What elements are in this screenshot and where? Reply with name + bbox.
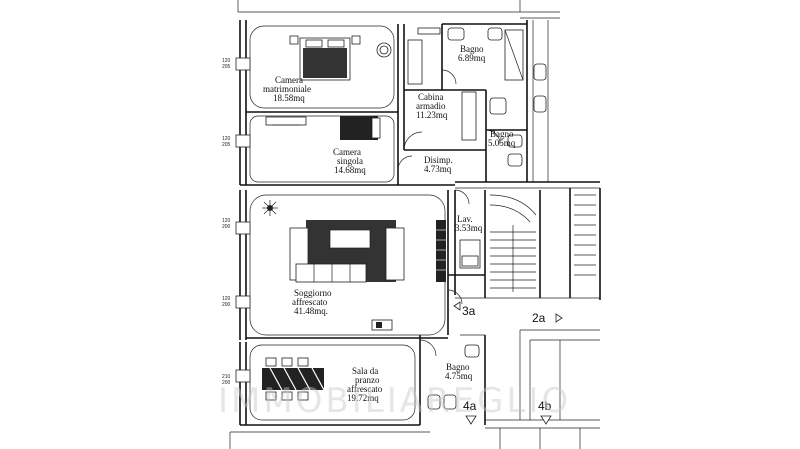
- window-2-dim-bottom: 205: [222, 142, 231, 148]
- doors: [397, 69, 501, 357]
- window-5-dim-bottom: 200: [222, 380, 231, 386]
- watermark-text: IMMOBILIAREGLIO: [218, 381, 571, 421]
- room-bagno-2-name: Bagno: [490, 129, 514, 139]
- laundry-fixtures: [459, 239, 481, 269]
- stair-markers: 3a 2a 4a 4b: [453, 301, 563, 425]
- armchair-icon: [376, 42, 392, 58]
- room-sala-area: 19.72mq: [347, 393, 379, 403]
- desk-icon: [265, 116, 307, 126]
- window-5-dim-top: 210: [222, 374, 231, 380]
- room-sala-name3: affrescato: [347, 384, 383, 394]
- room-camera-singola-name2: singola: [337, 156, 363, 166]
- room-cabina-name1: Cabina: [418, 92, 444, 102]
- bathroom-1-fixtures: [447, 27, 524, 81]
- room-cabina-area: 11.23mq: [416, 110, 448, 120]
- room-soggiorno-area: 41.48mq.: [294, 306, 328, 316]
- room-cabina-name2: armadio: [416, 101, 446, 111]
- marker-4a: 4a: [463, 399, 477, 413]
- room-soggiorno-name2: affrescato: [292, 297, 328, 307]
- single-bed-icon: [340, 116, 381, 140]
- room-camera-singola-name1: Camera: [333, 147, 361, 157]
- marker-4b: 4b: [538, 399, 552, 413]
- room-lav-area: 3.53mq: [455, 223, 483, 233]
- plant-icon: [262, 200, 278, 216]
- room-sala-name1: Sala da: [352, 366, 378, 376]
- room-lav-name: Lav.: [457, 214, 473, 224]
- window-3-dim-top: 120: [222, 218, 231, 224]
- room-bagno-3-area: 4.75mq: [445, 371, 473, 381]
- room-bagno-3-name: Bagno: [446, 362, 470, 372]
- window-3-dim-bottom: 200: [222, 224, 231, 230]
- room-soggiorno-name1: Soggiorno: [294, 288, 332, 298]
- staircase: [489, 194, 596, 292]
- windows: [235, 57, 251, 383]
- room-bagno-1-area: 6.89mq: [458, 53, 486, 63]
- room-disimp-name: Disimp.: [424, 155, 453, 165]
- room-sala-name2: pranzo: [355, 375, 380, 385]
- window-1-dim-top: 120: [222, 58, 231, 64]
- bookshelf-icon: [436, 220, 446, 282]
- room-camera-matrimoniale-name1: Camera: [275, 75, 303, 85]
- double-bed-icon: [289, 35, 361, 81]
- window-4-dim-bottom: 200: [222, 302, 231, 308]
- window-1-dim-bottom: 205: [222, 64, 231, 70]
- room-disimp-area: 4.73mq: [424, 164, 452, 174]
- small-table-icon: [371, 319, 393, 331]
- window-4-dim-top: 120: [222, 296, 231, 302]
- room-camera-matrimoniale-name2: matrimoniale: [263, 84, 311, 94]
- fresco-outlines: [249, 25, 446, 421]
- bathroom-3-fixtures: [427, 344, 480, 410]
- room-bagno-2-area: 5.05mq: [488, 138, 516, 148]
- walls: [229, 0, 601, 449]
- wardrobe-shelves: [407, 27, 477, 141]
- bathroom-2-fixtures: [489, 63, 547, 167]
- sofa-icon: [289, 227, 405, 283]
- room-camera-singola-area: 14.68mq: [334, 165, 366, 175]
- window-2-dim-top: 120: [222, 136, 231, 142]
- room-bagno-1-name: Bagno: [460, 44, 484, 54]
- room-camera-matrimoniale-area: 18.58mq: [273, 93, 305, 103]
- window-dimensions: 120 205 120 205 120 200 120 200 210 200: [222, 58, 231, 386]
- marker-2a: 2a: [532, 311, 546, 325]
- room-labels: Camera matrimoniale 18.58mq Camera singo…: [263, 44, 516, 403]
- dining-table-icon: [262, 357, 325, 401]
- marker-3a: 3a: [462, 304, 476, 318]
